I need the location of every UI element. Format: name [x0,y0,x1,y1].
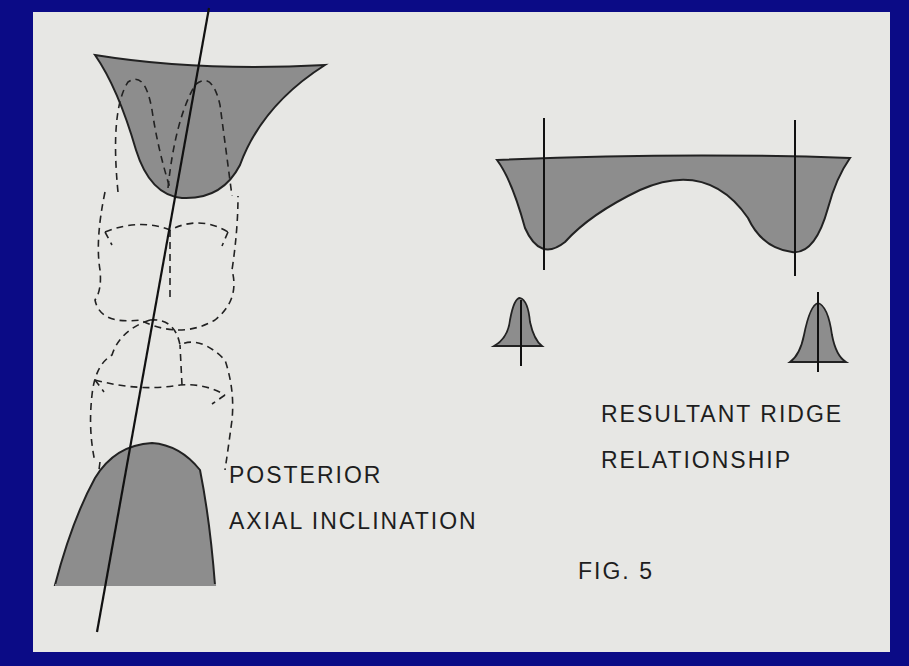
lower-ridge [55,443,215,585]
figure-label: FIG. 5 [578,548,654,594]
axis-line [817,292,819,372]
figure-label: RESULTANT RIDGE RELATIONSHIP [601,391,843,483]
axis-line [520,300,522,366]
axis-line [543,118,545,270]
figure-label: POSTERIOR AXIAL INCLINATION [229,452,478,544]
ridge-base [55,584,216,586]
axis-line [97,8,209,632]
lower-ridge [494,298,542,346]
axis-line [794,120,796,276]
upper-ridge [95,55,325,198]
upper-arch [497,155,850,252]
